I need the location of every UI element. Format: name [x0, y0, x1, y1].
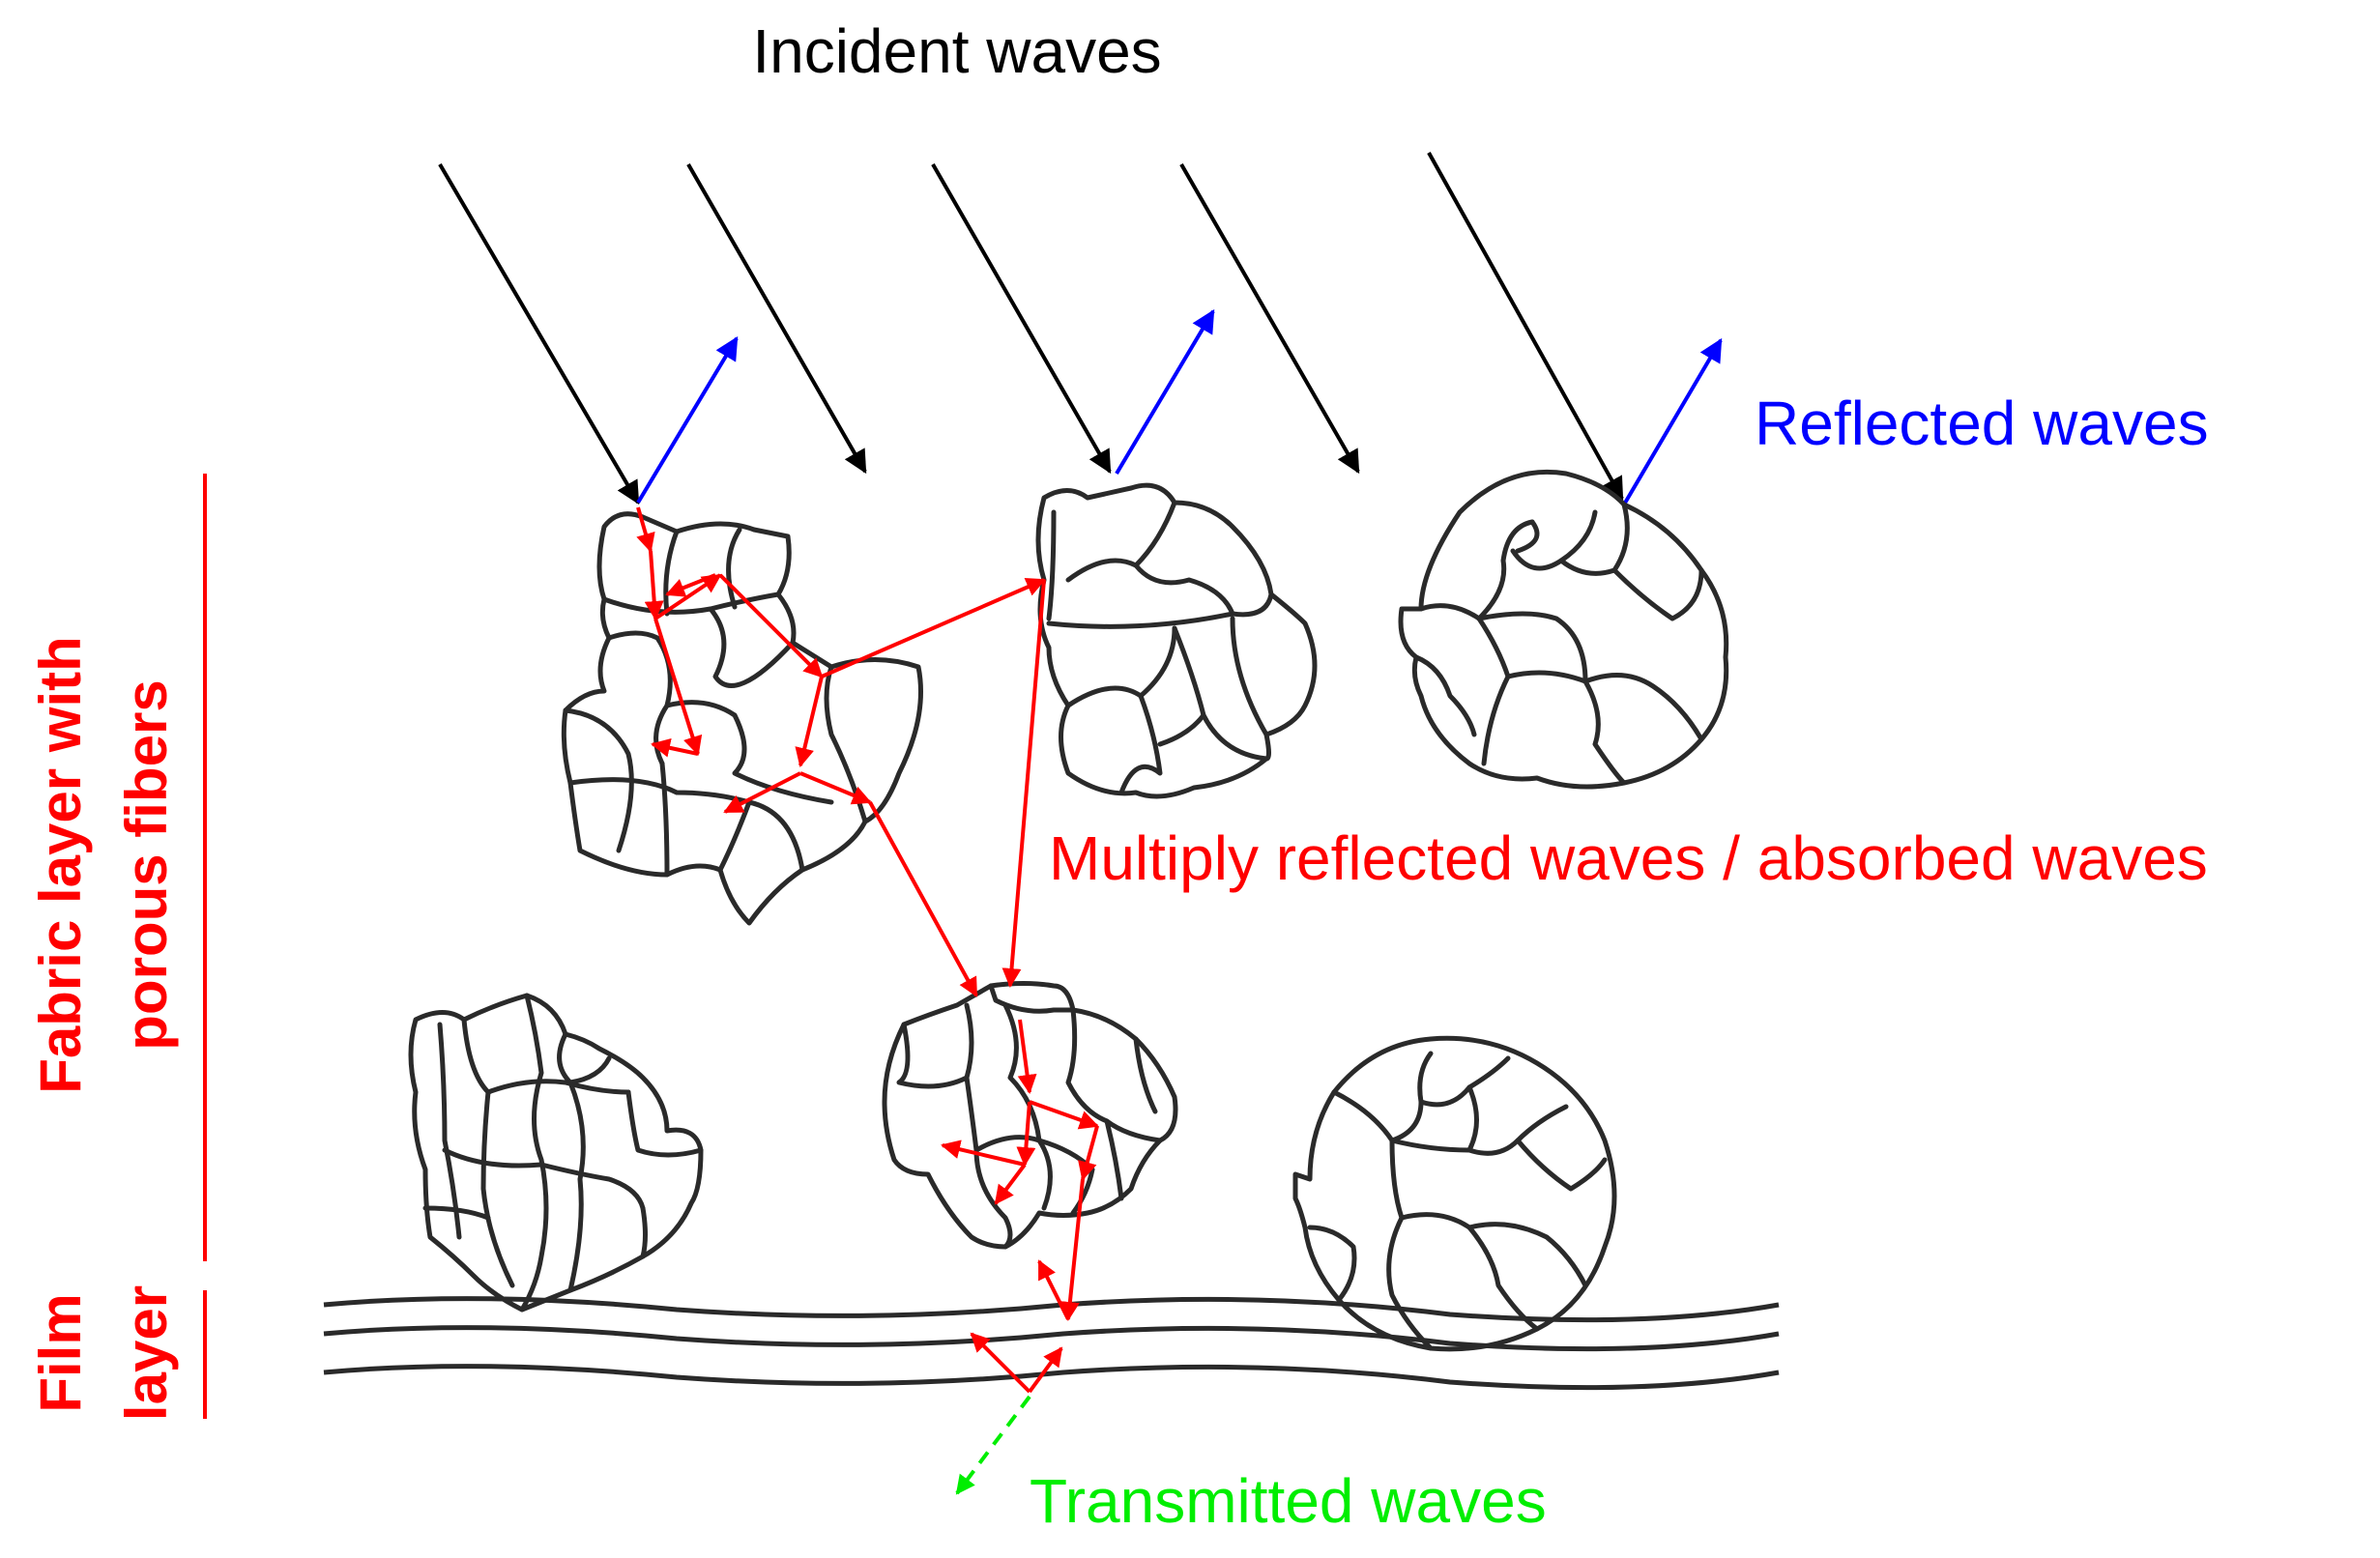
- red-arrow: [718, 573, 824, 678]
- porous-fiber: [561, 511, 923, 926]
- red-arrow: [795, 676, 824, 767]
- transmitted-arrow: [955, 1395, 1031, 1495]
- reflected-arrow: [636, 335, 739, 505]
- red-arrow: [1017, 1019, 1037, 1094]
- red-arrow: [970, 1332, 1031, 1394]
- multiply-reflected-label: Multiply reflected waves / absorbed wave…: [1049, 823, 2208, 893]
- red-arrow: [1001, 579, 1046, 988]
- red-arrow: [1028, 1346, 1063, 1394]
- red-arrow: [653, 618, 703, 756]
- red-arrow: [644, 550, 664, 620]
- red-arrow: [1037, 1259, 1070, 1320]
- reflected-arrow: [1115, 308, 1215, 476]
- red-arrow: [636, 506, 655, 553]
- incident-waves-label: Incident waves: [752, 16, 1161, 86]
- incident-arrow: [438, 162, 640, 505]
- porous-fiber: [1398, 469, 1729, 790]
- red-arrow: [651, 737, 699, 758]
- red-arrow: [723, 771, 801, 814]
- red-arrow: [665, 573, 716, 597]
- red-arrow: [868, 801, 978, 997]
- red-arrow: [653, 573, 722, 620]
- fabric-layer-label-line1: Fabric layer with: [28, 636, 93, 1094]
- film-layer-label-line2: layer: [114, 1285, 179, 1421]
- transmitted-waves-label: Transmitted waves: [1030, 1466, 1547, 1536]
- porous-fiber: [1035, 482, 1318, 799]
- reflected-waves-label: Reflected waves: [1755, 389, 2209, 458]
- reflected-arrows: [636, 308, 1723, 506]
- red-arrow: [1029, 1100, 1099, 1130]
- red-arrow: [941, 1140, 1026, 1167]
- red-arrow: [994, 1163, 1027, 1205]
- red-arrow: [799, 771, 872, 805]
- multiply-reflected-arrows: [636, 506, 1099, 1394]
- porous-fiber: [408, 993, 704, 1313]
- fabric-layer-label-line2: porous fibers: [114, 679, 179, 1050]
- incident-arrow: [1427, 152, 1624, 502]
- red-arrow: [1016, 1101, 1036, 1167]
- red-arrow: [1078, 1125, 1099, 1181]
- porous-fiber: [882, 981, 1178, 1250]
- incident-arrows: [438, 152, 1624, 505]
- film-layer-label-line1: Film: [28, 1293, 93, 1412]
- incident-arrow: [686, 163, 867, 475]
- red-arrow: [1059, 1178, 1085, 1321]
- porous-fiber: [1292, 1035, 1617, 1352]
- red-arrow: [821, 578, 1046, 678]
- incident-arrow: [1179, 163, 1360, 475]
- incident-arrow: [931, 163, 1112, 475]
- reflected-arrow: [1622, 337, 1723, 506]
